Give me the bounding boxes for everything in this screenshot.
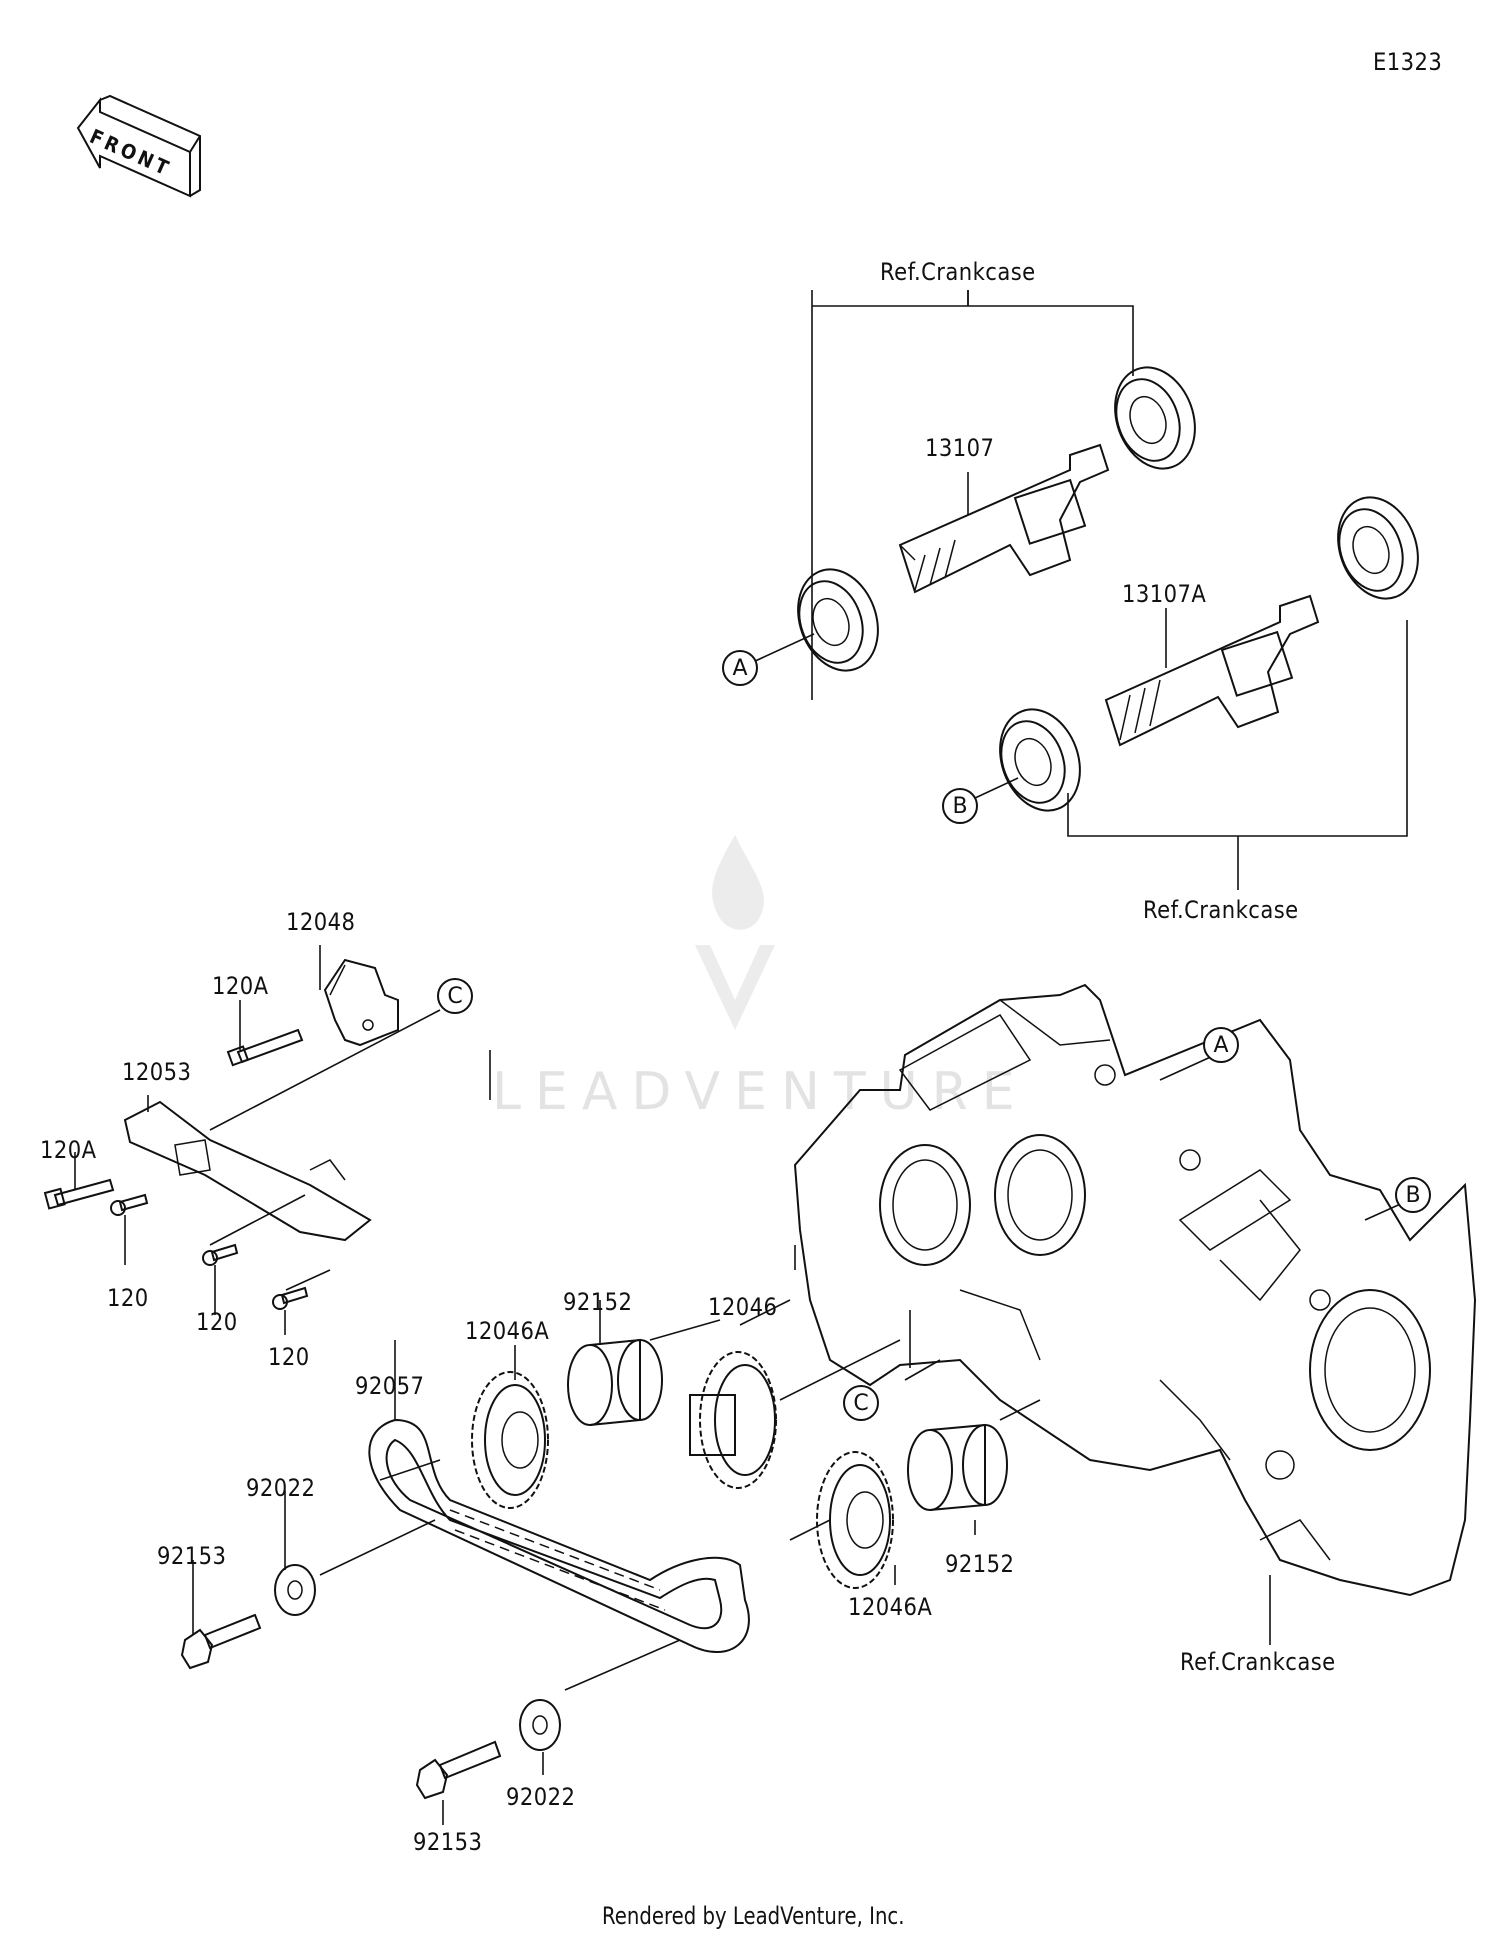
callout-a-crankcase: A: [1203, 1027, 1239, 1063]
part-92057: 92057: [355, 1372, 425, 1400]
washer-92022-right: [519, 1699, 561, 1751]
chain-92057: [368, 1418, 750, 1654]
front-arrow-icon: [76, 94, 201, 198]
part-12053: 12053: [122, 1058, 192, 1086]
sprocket-12046: [689, 1351, 777, 1489]
tensioner-12048: [319, 945, 399, 1047]
bearing-top-right: [1114, 366, 1196, 470]
part-120-3: 120: [268, 1343, 310, 1371]
part-92152-left: 92152: [563, 1288, 633, 1316]
part-92022-left: 92022: [246, 1474, 316, 1502]
ref-crankcase-bottom: Ref.Crankcase: [1180, 1648, 1336, 1676]
bearing-right-lower: [1337, 496, 1419, 600]
leaders-crankcase: [1159, 1054, 1406, 1221]
footer-credit: Rendered by LeadVenture, Inc.: [602, 1902, 905, 1930]
part-12046a-left: 12046A: [465, 1317, 550, 1345]
callout-c-crankcase: C: [843, 1385, 879, 1421]
callout-a-left: A: [722, 650, 758, 686]
leaders-bottom: [192, 1050, 1041, 1825]
part-120a-left: 120A: [40, 1136, 97, 1164]
spacer-92152-right: [907, 1423, 1008, 1511]
diagram-code: E1323: [1373, 48, 1443, 76]
part-12048: 12048: [286, 908, 356, 936]
part-120-1: 120: [107, 1284, 149, 1312]
shaft-13107: [898, 443, 1110, 594]
part-12046: 12046: [708, 1293, 778, 1321]
leaders-left: [74, 1000, 441, 1335]
sprocket-12046a-left: [471, 1371, 549, 1509]
reference-bracket-top: [811, 290, 1134, 700]
part-92022-right: 92022: [506, 1783, 576, 1811]
watermark-text: LEADVENTURE: [492, 1062, 1029, 1122]
bolts-120: [110, 1193, 309, 1310]
part-13107a: 13107A: [1122, 580, 1207, 608]
callout-b-left: B: [942, 788, 978, 824]
bolt-92153-left: [180, 1613, 262, 1670]
ref-crankcase-middle: Ref.Crankcase: [1143, 896, 1299, 924]
washer-92022-left: [274, 1564, 316, 1616]
part-92152-right: 92152: [945, 1550, 1015, 1578]
part-13107: 13107: [925, 434, 995, 462]
reference-bracket-middle: [1067, 620, 1408, 890]
bolt-92153-right: [415, 1740, 502, 1800]
part-12046a-right: 12046A: [848, 1593, 933, 1621]
bearing-a: [797, 568, 879, 672]
callout-c-top: C: [437, 978, 473, 1014]
callout-b-crankcase: B: [1395, 1177, 1431, 1213]
crankcase: [793, 983, 1477, 1597]
ref-crankcase-top: Ref.Crankcase: [880, 258, 1036, 286]
bearing-b: [999, 708, 1081, 812]
chain-guide-12053: [123, 1100, 372, 1242]
part-92153-right: 92153: [413, 1828, 483, 1856]
part-92153-left: 92153: [157, 1542, 227, 1570]
part-120-2: 120: [196, 1308, 238, 1336]
bolt-120a-top: [226, 1028, 304, 1067]
spacer-92152-left: [567, 1338, 663, 1426]
part-120a-top: 120A: [212, 972, 269, 1000]
bolt-120a-left: [43, 1178, 115, 1210]
watermark-logo-icon: [695, 835, 775, 1030]
shaft-13107a: [1104, 594, 1320, 747]
